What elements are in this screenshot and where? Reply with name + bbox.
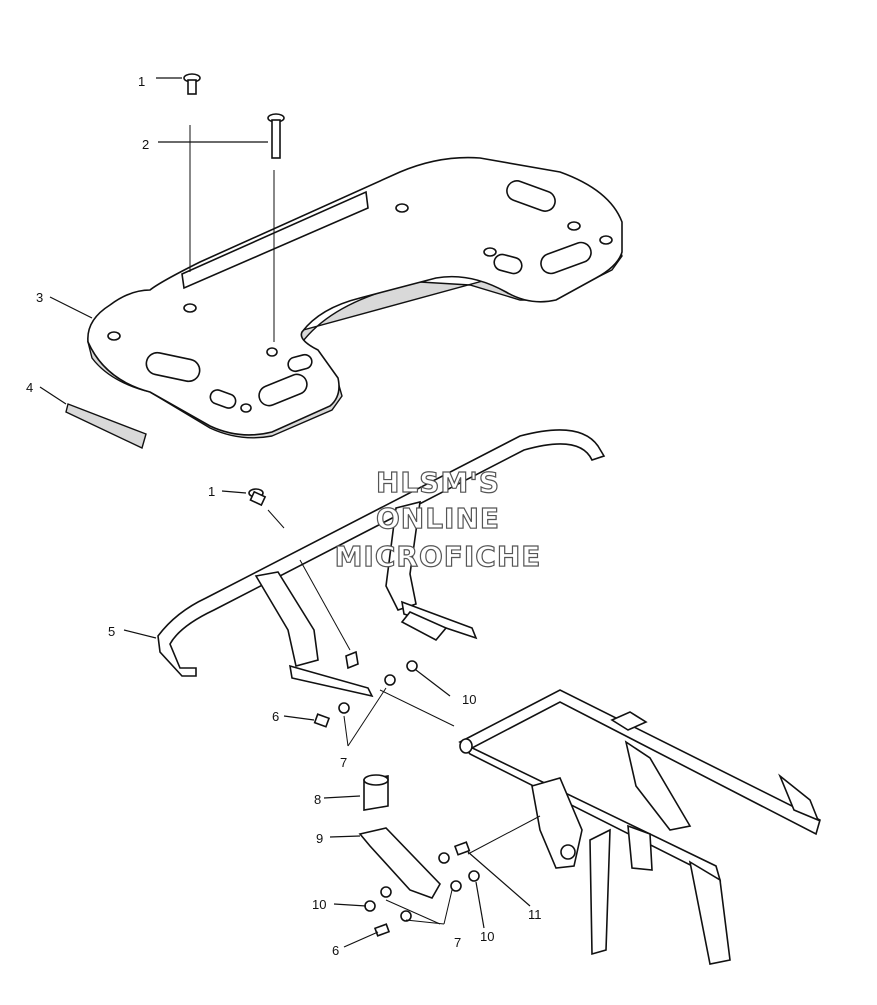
rear-rack — [87, 156, 623, 439]
callout-1-top: 1 — [138, 74, 145, 89]
hardware-upper — [313, 660, 418, 728]
callout-9: 9 — [316, 831, 323, 846]
vehicle-frame — [458, 689, 821, 965]
bolt-2 — [267, 113, 285, 159]
callout-6-lower: 6 — [332, 943, 339, 958]
callout-10-upper: 10 — [462, 692, 476, 707]
callout-2: 2 — [142, 137, 149, 152]
callout-7-upper: 7 — [340, 755, 347, 770]
callout-6-upper: 6 — [272, 709, 279, 724]
callout-7-lower: 7 — [454, 935, 461, 950]
hardware-lower — [358, 774, 480, 937]
callout-1-lower: 1 — [208, 484, 215, 499]
watermark-line-1: HLSM'S — [376, 466, 500, 499]
strip-4 — [65, 403, 147, 449]
callout-4: 4 — [26, 380, 33, 395]
rack-frame — [157, 429, 606, 698]
bolt-1-top — [183, 73, 201, 95]
bolt-1-lower — [248, 488, 267, 507]
callout-8: 8 — [314, 792, 321, 807]
watermark-line-2: ONLINE — [376, 502, 500, 535]
callout-10-lower-right: 10 — [480, 929, 494, 944]
callout-5: 5 — [108, 624, 115, 639]
watermark-line-3: MICROFICHE — [335, 540, 542, 573]
callout-3: 3 — [36, 290, 43, 305]
callout-11: 11 — [528, 907, 542, 922]
callout-10-lower-left: 10 — [312, 897, 326, 912]
